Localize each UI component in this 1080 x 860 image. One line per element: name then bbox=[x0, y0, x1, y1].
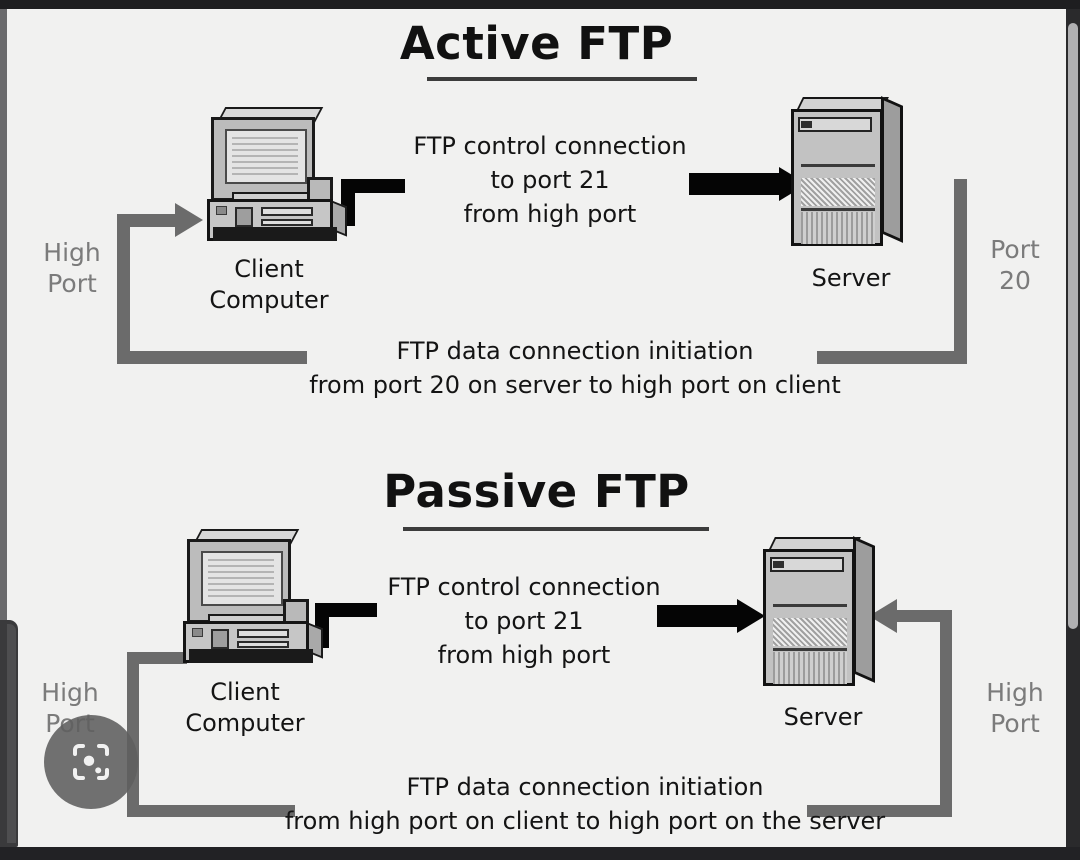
active-data-arrow-into-client bbox=[175, 203, 203, 237]
active-left-high-port-label: High Port bbox=[43, 238, 101, 298]
server-drive-bay bbox=[770, 557, 844, 572]
case-base-shadow bbox=[189, 649, 313, 663]
power-button-icon bbox=[192, 628, 203, 637]
server-side-panel bbox=[853, 536, 875, 683]
server-divider-2 bbox=[773, 648, 847, 651]
server-divider-2 bbox=[801, 208, 875, 211]
server-mesh-grille bbox=[773, 618, 847, 646]
server-label-active: Server bbox=[811, 264, 891, 292]
cd-drive-slot bbox=[237, 641, 289, 648]
server-status-led-icon bbox=[801, 121, 812, 128]
server-divider-1 bbox=[801, 164, 875, 167]
passive-control-wire-upper bbox=[315, 603, 377, 617]
client-computer-icon-active bbox=[207, 107, 357, 247]
monitor-body bbox=[187, 539, 291, 627]
monitor-screen bbox=[225, 129, 307, 184]
viewer-top-bar bbox=[0, 0, 1080, 9]
active-data-connection-text: FTP data connection initiation from port… bbox=[309, 337, 841, 399]
screen-content-lines bbox=[208, 559, 274, 597]
case-base-shadow bbox=[213, 227, 337, 241]
active-control-wire-to-server bbox=[689, 173, 781, 195]
passive-ftp-title: Passive FTP bbox=[383, 465, 690, 518]
floppy-drive-slot bbox=[261, 207, 313, 216]
power-button-icon bbox=[216, 206, 227, 215]
active-ftp-title-underline bbox=[427, 77, 697, 81]
passive-control-arrow-into-server bbox=[737, 599, 765, 633]
server-mesh-grille bbox=[801, 178, 875, 206]
lens-icon bbox=[73, 744, 109, 780]
google-lens-button[interactable] bbox=[44, 715, 138, 809]
passive-data-wire-right-vertical bbox=[940, 622, 952, 817]
passive-control-connection-text: FTP control connection to port 21 from h… bbox=[387, 573, 661, 669]
server-icon-passive bbox=[763, 536, 883, 692]
active-data-wire-bottom-right bbox=[817, 351, 967, 364]
screen-content-lines bbox=[232, 137, 298, 175]
active-ftp-section: Active FTP bbox=[7, 9, 1066, 437]
viewer-left-drawer-surface bbox=[7, 624, 16, 843]
passive-right-high-port-label: High Port bbox=[986, 678, 1044, 738]
viewer-left-edge bbox=[0, 9, 7, 847]
passive-data-wire-bottom-right bbox=[807, 805, 952, 817]
active-data-wire-bottom-left bbox=[117, 351, 307, 364]
passive-control-wire-to-server bbox=[657, 605, 739, 627]
monitor-screen bbox=[201, 551, 283, 606]
server-status-led-icon bbox=[773, 561, 784, 568]
passive-ftp-section: Passive FTP bbox=[7, 437, 1066, 847]
passive-data-wire-client-stub bbox=[127, 652, 187, 664]
server-vent-grille bbox=[773, 652, 847, 684]
server-side-panel bbox=[881, 96, 903, 243]
vertical-scrollbar-thumb[interactable] bbox=[1068, 23, 1078, 629]
client-computer-label-passive: Client Computer bbox=[185, 678, 305, 737]
passive-ftp-title-underline bbox=[403, 527, 709, 531]
server-drive-bay bbox=[798, 117, 872, 132]
server-divider-1 bbox=[773, 604, 847, 607]
active-ftp-title: Active FTP bbox=[399, 17, 674, 70]
active-control-connection-text: FTP control connection to port 21 from h… bbox=[413, 132, 687, 228]
active-data-wire-client-stub bbox=[117, 214, 179, 227]
monitor-body bbox=[211, 117, 315, 205]
ftp-diagram-image: Active FTP bbox=[7, 9, 1066, 847]
active-control-wire-upper bbox=[341, 179, 405, 193]
active-right-port-20-label: Port 20 bbox=[990, 235, 1040, 295]
active-data-wire-left-vertical bbox=[117, 214, 130, 364]
cd-drive-slot bbox=[261, 219, 313, 226]
floppy-drive-slot bbox=[237, 629, 289, 638]
client-computer-label-active: Client Computer bbox=[209, 255, 329, 314]
case-front-panel bbox=[211, 629, 229, 649]
passive-data-wire-bottom-left bbox=[127, 805, 295, 817]
client-computer-icon-passive bbox=[183, 529, 333, 669]
case-front-panel bbox=[235, 207, 253, 227]
viewer-bottom-bar bbox=[0, 847, 1080, 860]
server-icon-active bbox=[791, 96, 911, 252]
passive-data-connection-text: FTP data connection initiation from high… bbox=[284, 773, 886, 835]
active-data-wire-right-vertical bbox=[954, 179, 967, 364]
server-vent-grille bbox=[801, 212, 875, 244]
passive-data-wire-server-stub bbox=[897, 610, 952, 622]
server-label-passive: Server bbox=[783, 703, 863, 731]
vertical-scrollbar-track[interactable] bbox=[1066, 9, 1080, 847]
